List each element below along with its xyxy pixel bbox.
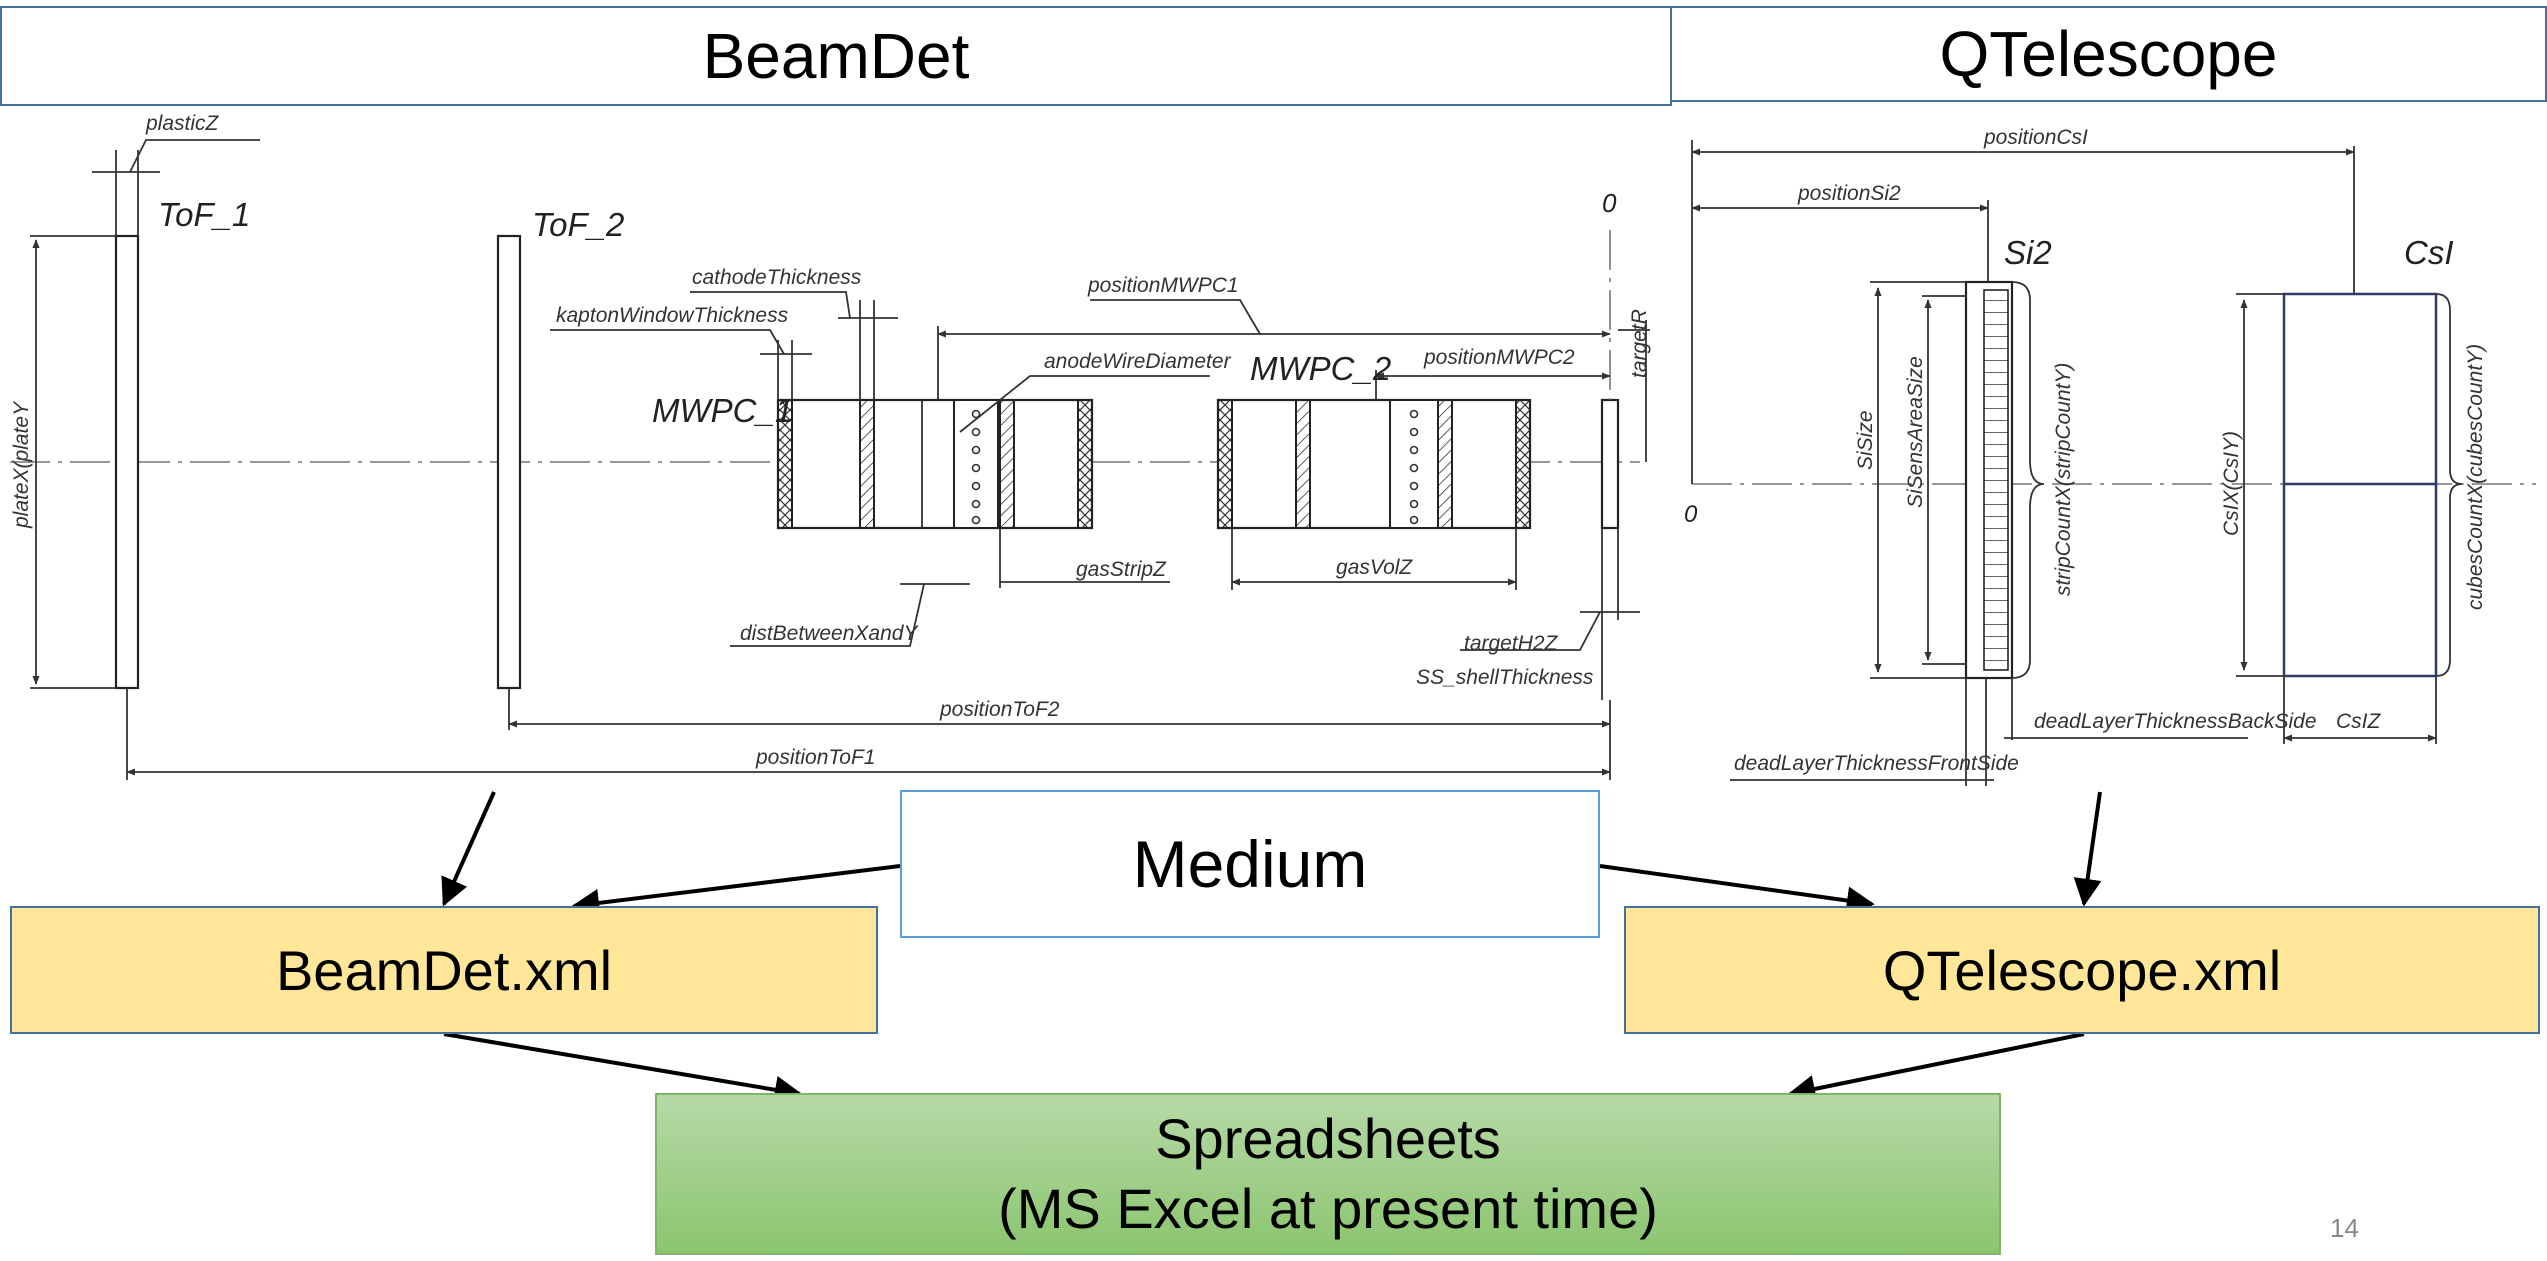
label-positionMWPC2: positionMWPC2 (1423, 346, 1575, 369)
qtelescope-xml-label: QTelescope.xml (1882, 938, 2282, 1002)
beamdet-header: BeamDet (0, 6, 1672, 106)
label-tof1: ToF_1 (158, 196, 250, 233)
qtelescope-header-label: QTelescope (1939, 18, 2278, 90)
label-targetH2Z: targetH2Z (1464, 632, 1559, 655)
beamdet-drawing: plasticZ ToF_1 ToF_2 plateX(plateY catho… (10, 112, 1651, 780)
beamdet-header-label: BeamDet (702, 20, 970, 92)
arrow-medium-to-qtelescope-xml (1599, 864, 1875, 915)
label-plasticZ: plasticZ (145, 112, 220, 135)
label-zero-beamdet: 0 (1602, 188, 1617, 218)
arrow-beamdet-drawing-to-xml (441, 791, 496, 907)
label-siSize: SiSize (1854, 410, 1877, 470)
si2-detector (1964, 280, 2014, 680)
label-anodeWireDiameter: anodeWireDiameter (1044, 350, 1232, 373)
label-csiXY: CsIX(CsIY) (2220, 431, 2243, 536)
label-deadLayerFront: deadLayerThicknessFrontSide (1734, 752, 2019, 775)
page-number: 14 (2330, 1213, 2359, 1243)
arrow-medium-to-beamdet-xml (571, 864, 901, 917)
beamdet-xml-note: BeamDet.xml (10, 906, 878, 1034)
label-plateXY: plateX(plateY (10, 400, 33, 529)
label-gasVolZ: gasVolZ (1336, 556, 1413, 579)
arrow-qtelescope-drawing-to-xml (2073, 791, 2102, 907)
target (1600, 398, 1620, 530)
label-targetR: targetR (1628, 309, 1651, 378)
label-csiZ: CsIZ (2336, 710, 2382, 733)
label-si2: Si2 (2004, 234, 2052, 271)
label-deadLayerBack: deadLayerThicknessBackSide (2034, 710, 2317, 733)
label-mwpc2: MWPC_2 (1250, 350, 1391, 387)
label-positionCsI: positionCsI (1983, 126, 2088, 149)
label-mwpc1: MWPC_1 (652, 392, 793, 429)
label-ssShellThickness: SS_shellThickness (1416, 666, 1594, 689)
mwpc2-detector (1216, 398, 1532, 530)
spreadsheets-title: Spreadsheets (1155, 1107, 1501, 1170)
qtelescope-xml-note: QTelescope.xml (1624, 906, 2540, 1034)
label-positionToF2: positionToF2 (939, 698, 1060, 721)
label-positionToF1: positionToF1 (755, 746, 875, 769)
label-positionSi2: positionSi2 (1797, 182, 1901, 205)
spreadsheets-box: Spreadsheets (MS Excel at present time) (655, 1093, 2001, 1255)
tof1-plate (114, 234, 140, 690)
arrow-beamdet-xml-to-spreadsheets (443, 1032, 803, 1104)
csi-detector (2282, 292, 2438, 678)
label-tof2: ToF_2 (532, 206, 624, 243)
label-cathodeThickness: cathodeThickness (692, 266, 862, 289)
spreadsheets-subtitle: (MS Excel at present time) (998, 1177, 1658, 1240)
label-siSensAreaSize: SiSensAreaSize (1904, 356, 1927, 508)
medium-box: Medium (900, 790, 1600, 938)
tof2-plate (496, 234, 522, 690)
label-kaptonWindowThickness: kaptonWindowThickness (556, 304, 789, 327)
label-gasStripZ: gasStripZ (1076, 558, 1167, 581)
flow-arrows (441, 791, 2102, 1104)
label-distBetweenXandY: distBetweenXandY (740, 622, 919, 645)
label-positionMWPC1: positionMWPC1 (1087, 274, 1239, 297)
label-cubesCount: cubesCountX(cubesCountY) (2464, 344, 2487, 610)
medium-label: Medium (1132, 827, 1368, 901)
arrow-qtelescope-xml-to-spreadsheets (1787, 1032, 2085, 1103)
label-stripCount: stripCountX(stripCountY) (2052, 363, 2075, 596)
beamdet-xml-label: BeamDet.xml (275, 938, 613, 1002)
qtelescope-header: QTelescope (1670, 6, 2547, 102)
label-csi: CsI (2404, 234, 2454, 271)
mwpc1-detector (776, 398, 1094, 530)
label-zero-qtelescope: 0 (1684, 501, 1698, 528)
qtelescope-drawing: positionCsI positionSi2 Si2 CsI 0 SiSize… (1684, 126, 2536, 786)
